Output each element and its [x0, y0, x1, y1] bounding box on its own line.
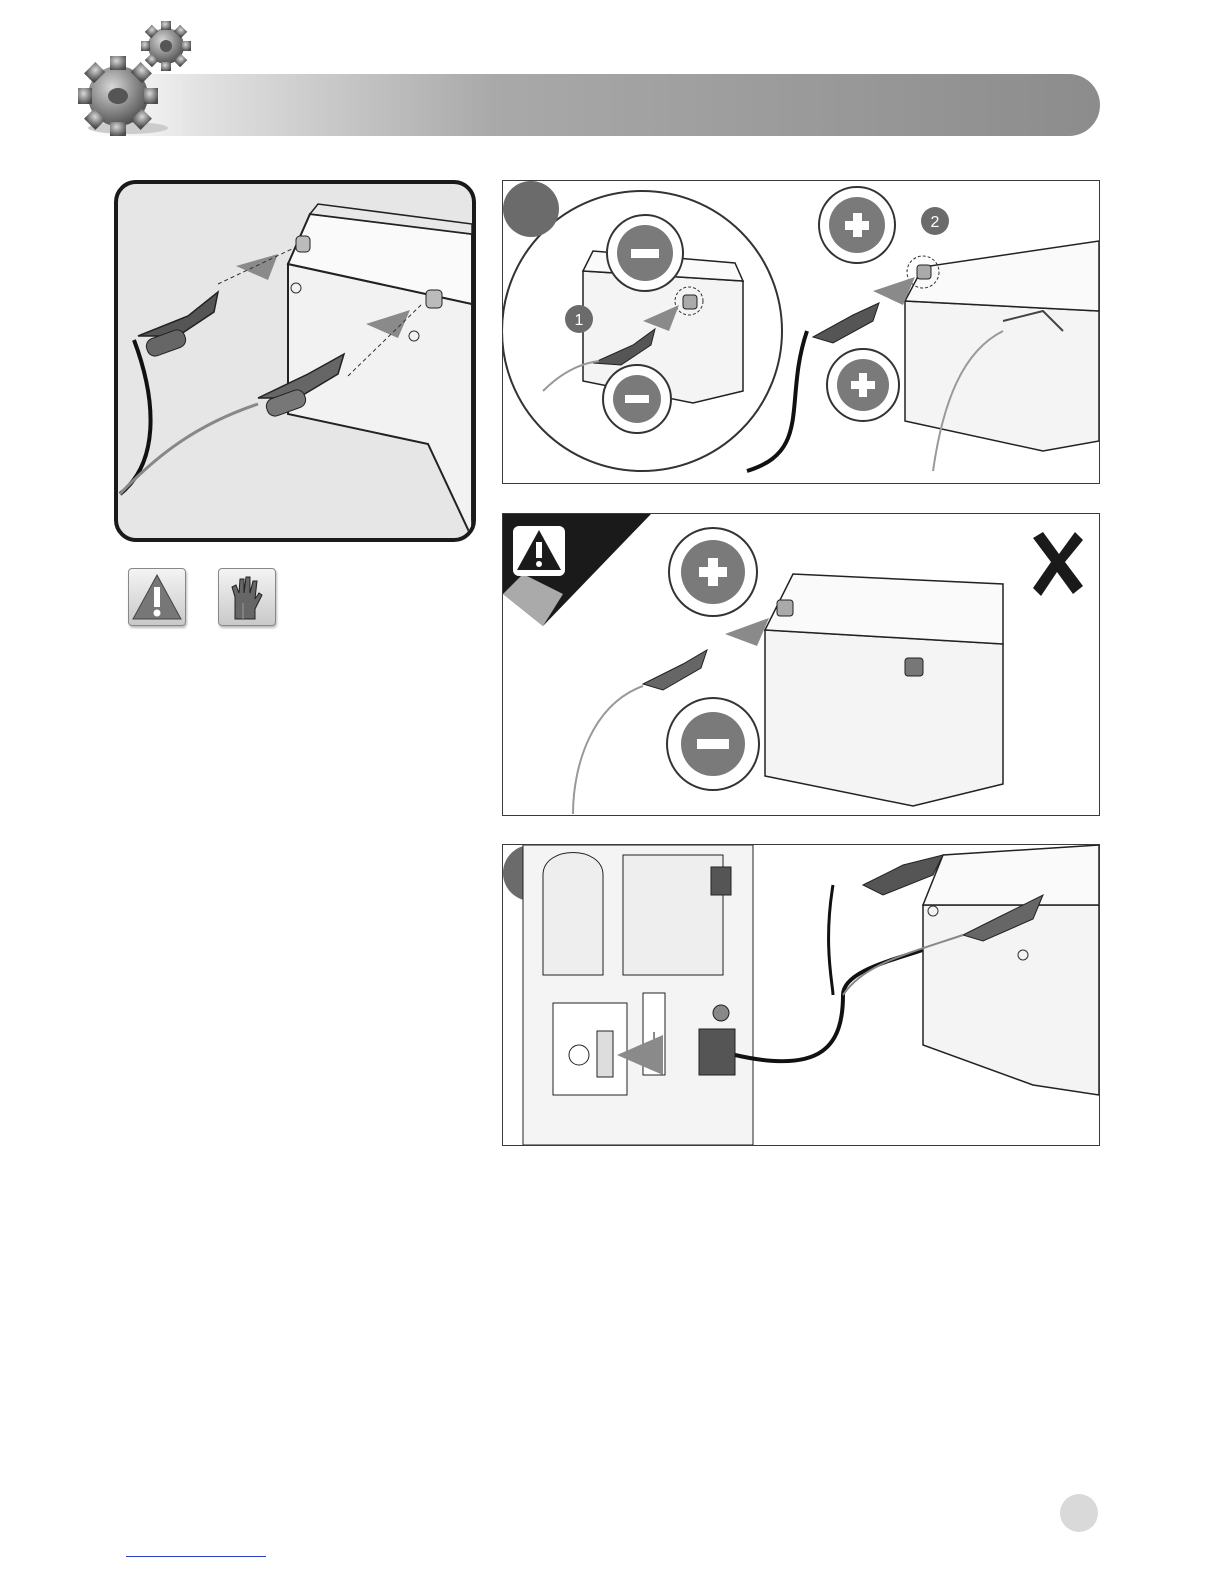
gears-icon	[78, 10, 198, 140]
terminal-positive	[917, 265, 931, 279]
svg-text:1: 1	[575, 312, 584, 329]
arrow-left	[236, 254, 278, 280]
gloves-icon	[218, 568, 276, 626]
battery-body	[288, 264, 472, 538]
page-number	[1060, 1494, 1061, 1495]
step2-panel: I	[502, 844, 1100, 1146]
black-clamp	[138, 292, 218, 336]
switch	[711, 867, 731, 895]
warning-triangle-icon	[128, 568, 186, 626]
dc-panel	[553, 1003, 627, 1095]
page-number-badge	[1060, 1494, 1098, 1532]
battery-terminal-left	[296, 236, 310, 252]
battery-clamp-illustration	[114, 180, 476, 542]
footer-link[interactable]	[126, 1556, 266, 1557]
step1-panel: 1 2	[502, 180, 1100, 484]
svg-text:2: 2	[931, 214, 940, 231]
cross-icon	[1033, 532, 1083, 596]
battery-terminal-right	[426, 290, 442, 308]
terminal-negative	[683, 295, 697, 309]
socket-right	[623, 855, 723, 975]
wrong-connection-panel	[502, 513, 1100, 816]
dc-plug	[699, 1029, 735, 1075]
socket-left	[543, 853, 603, 976]
step1-badge	[503, 181, 559, 237]
header-bar	[88, 74, 1100, 136]
dc-socket	[597, 1031, 613, 1077]
